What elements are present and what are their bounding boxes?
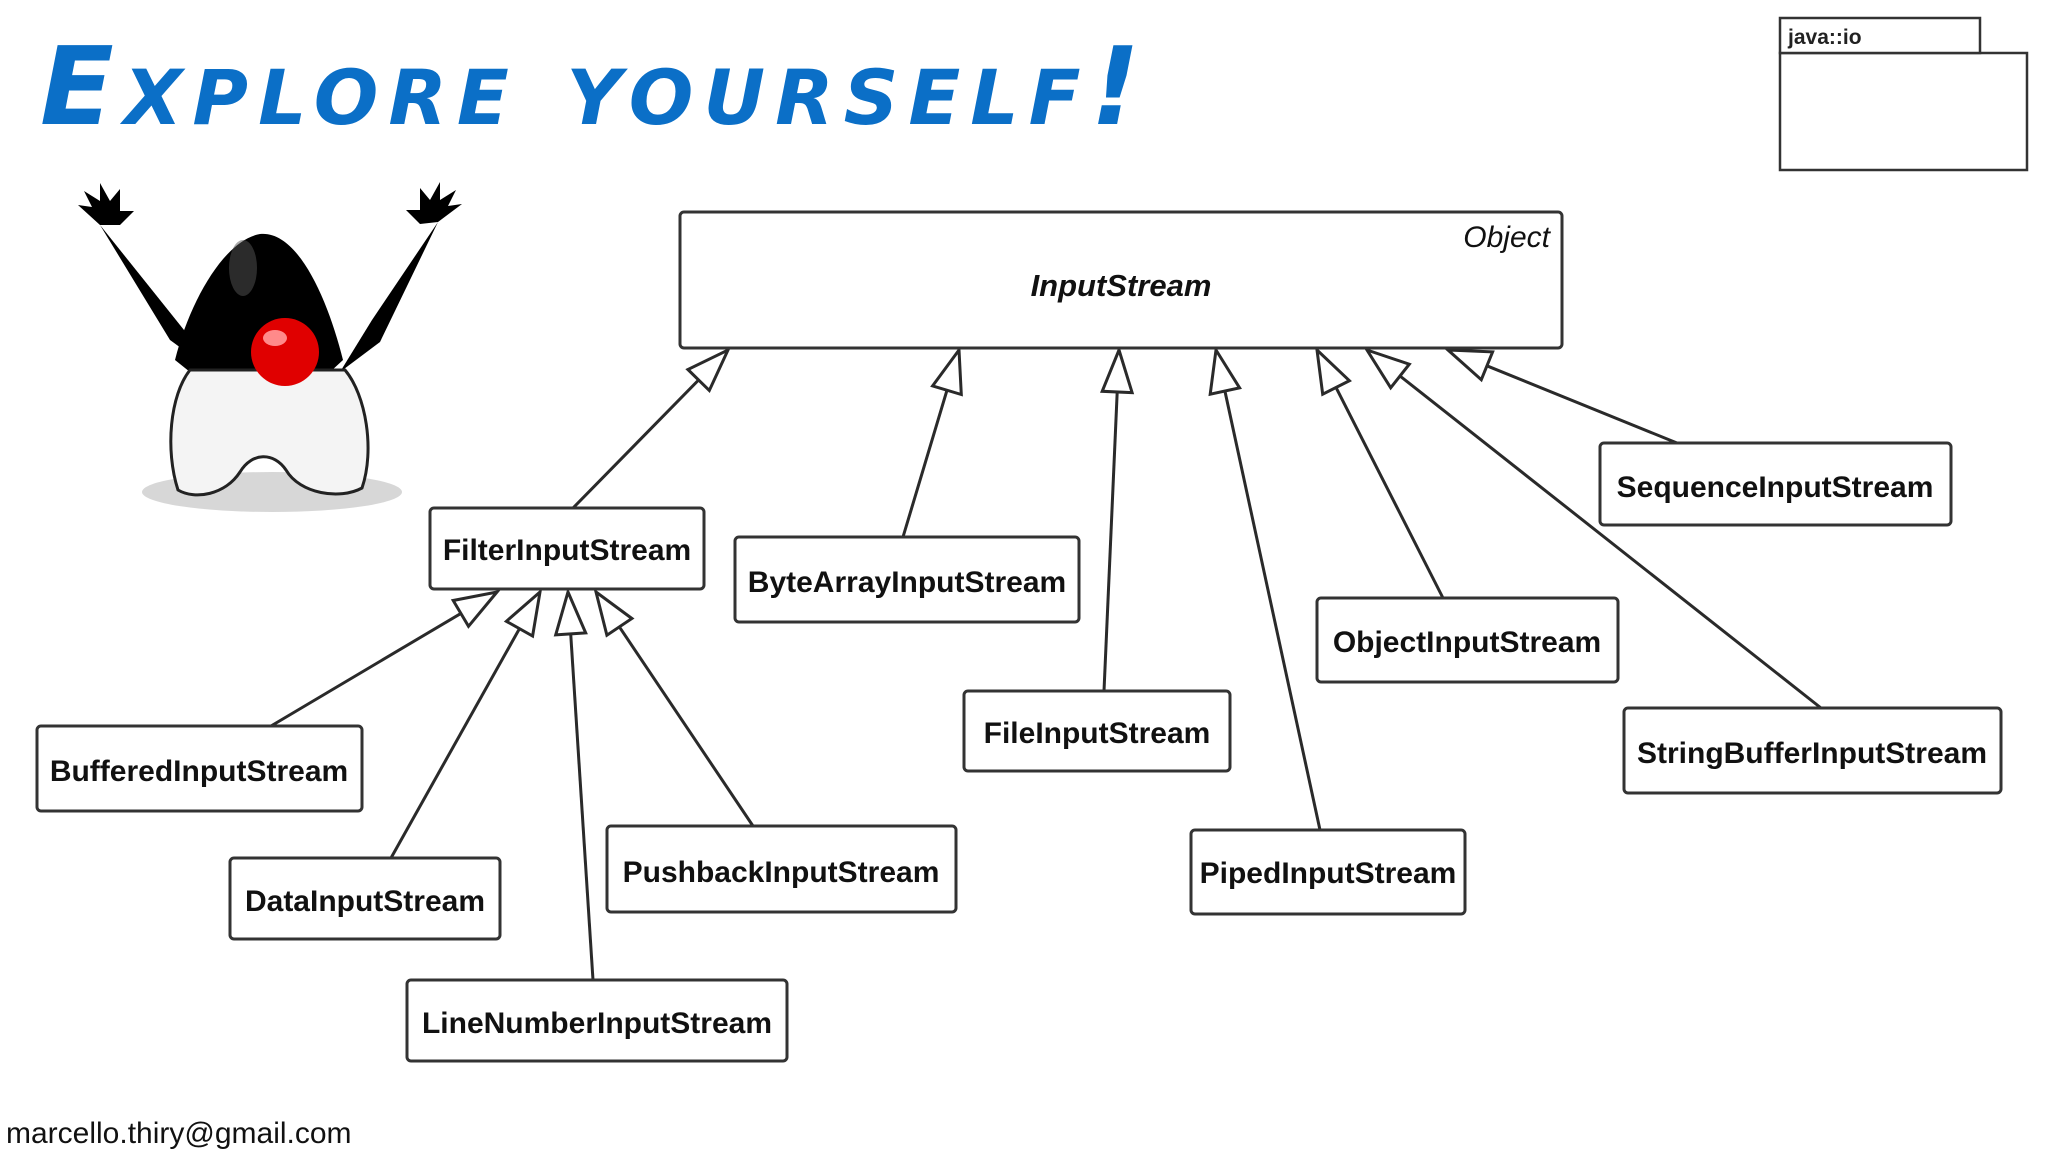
class-bufferedinputstream-label: BufferedInputStream: [50, 755, 348, 788]
class-inputstream-stereotype: Object: [1463, 221, 1551, 254]
class-pipedinputstream[interactable]: PipedInputStream: [1189, 828, 1467, 916]
class-filterinputstream-label: FilterInputStream: [443, 534, 691, 567]
mascot-body: [169, 368, 370, 497]
edge-linenumber-to-filter: [569, 633, 595, 981]
class-inputstream[interactable]: Object InputStream: [678, 210, 1564, 350]
class-sequenceinputstream-box: [1598, 441, 1953, 527]
edge-pushback-to-filter: [618, 626, 755, 827]
footer-email: marcello.thiry@gmail.com: [6, 1117, 352, 1150]
edge-file-to-inputstream-arrowhead: [1100, 345, 1135, 395]
edge-file-to-inputstream: [1102, 391, 1119, 692]
class-pushbackinputstream-box: [605, 824, 958, 914]
mascot-right-arm: [340, 222, 438, 372]
class-bytearrayinputstream[interactable]: ByteArrayInputStream: [733, 535, 1081, 624]
edge-piped-to-inputstream: [1223, 390, 1322, 831]
class-filterinputstream[interactable]: FilterInputStream: [428, 506, 706, 591]
class-datainputstream-label: DataInputStream: [245, 885, 485, 918]
edge-stringbuffer-to-inputstream-arrowhead: [1363, 347, 1412, 391]
edge-pushback-to-filter-arrowhead: [593, 588, 635, 638]
inheritance-edges: [270, 345, 1822, 981]
edge-data-to-filter-arrowhead: [503, 588, 543, 639]
mascot-highlight: [229, 240, 257, 296]
mascot-right-hand: [406, 182, 462, 224]
mascot-left-hand: [78, 183, 134, 225]
edge-filter-to-inputstream-arrowhead: [685, 346, 732, 394]
edge-data-to-filter: [389, 627, 521, 859]
mascot-nose-shine: [263, 330, 287, 346]
class-sequenceinputstream[interactable]: SequenceInputStream: [1598, 441, 1953, 527]
edge-bytearray-to-inputstream: [901, 389, 949, 538]
duke-mascot-icon: [78, 182, 462, 512]
slide-title: Explore yourself!: [40, 25, 1150, 150]
class-pipedinputstream-label: PipedInputStream: [1200, 857, 1457, 890]
class-bufferedinputstream-box: [35, 724, 364, 813]
class-pipedinputstream-box: [1189, 828, 1467, 916]
class-objectinputstream-label: ObjectInputStream: [1333, 626, 1601, 659]
class-datainputstream-box: [228, 856, 502, 941]
edge-object-to-inputstream: [1334, 386, 1445, 599]
class-filterinputstream-box: [428, 506, 706, 591]
edge-sequence-to-inputstream-arrowhead: [1443, 348, 1495, 383]
package-tab: [1778, 16, 1982, 55]
class-stringbufferinputstream[interactable]: StringBufferInputStream: [1622, 706, 2003, 795]
class-linenumberinputstream[interactable]: LineNumberInputStream: [405, 978, 789, 1063]
edge-object-to-inputstream-arrowhead: [1314, 346, 1352, 397]
class-bytearrayinputstream-label: ByteArrayInputStream: [748, 566, 1066, 599]
class-bufferedinputstream[interactable]: BufferedInputStream: [35, 724, 364, 813]
class-fileinputstream[interactable]: FileInputStream: [962, 689, 1232, 773]
class-objectinputstream[interactable]: ObjectInputStream: [1315, 596, 1620, 684]
package-body: [1778, 51, 2029, 172]
class-linenumberinputstream-box: [405, 978, 789, 1063]
class-pushbackinputstream-label: PushbackInputStream: [623, 856, 940, 889]
class-sequenceinputstream-label: SequenceInputStream: [1617, 471, 1934, 504]
edge-linenumber-to-filter-arrowhead: [553, 587, 588, 637]
edge-buffered-to-filter: [270, 612, 462, 728]
class-datainputstream[interactable]: DataInputStream: [228, 856, 502, 941]
package-frame: java::io: [1778, 16, 2029, 172]
edge-stringbuffer-to-inputstream: [1399, 374, 1822, 710]
package-label: java::io: [1787, 26, 1862, 49]
edge-filter-to-inputstream: [571, 378, 700, 510]
class-fileinputstream-box: [962, 689, 1232, 773]
class-fileinputstream-label: FileInputStream: [984, 717, 1211, 750]
class-inputstream-label: InputStream: [1031, 268, 1212, 303]
class-pushbackinputstream[interactable]: PushbackInputStream: [605, 824, 958, 914]
edge-buffered-to-filter-arrowhead: [450, 589, 501, 629]
mascot-nose: [251, 318, 319, 386]
class-linenumberinputstream-label: LineNumberInputStream: [422, 1007, 772, 1040]
edge-piped-to-inputstream-arrowhead: [1208, 345, 1243, 397]
class-inputstream-box: [678, 210, 1564, 350]
class-stringbufferinputstream-label: StringBufferInputStream: [1637, 737, 1987, 770]
class-bytearrayinputstream-box: [733, 535, 1081, 624]
edge-sequence-to-inputstream: [1486, 364, 1678, 445]
class-stringbufferinputstream-box: [1622, 706, 2003, 795]
edge-bytearray-to-inputstream-arrowhead: [930, 345, 963, 397]
class-objectinputstream-box: [1315, 596, 1620, 684]
